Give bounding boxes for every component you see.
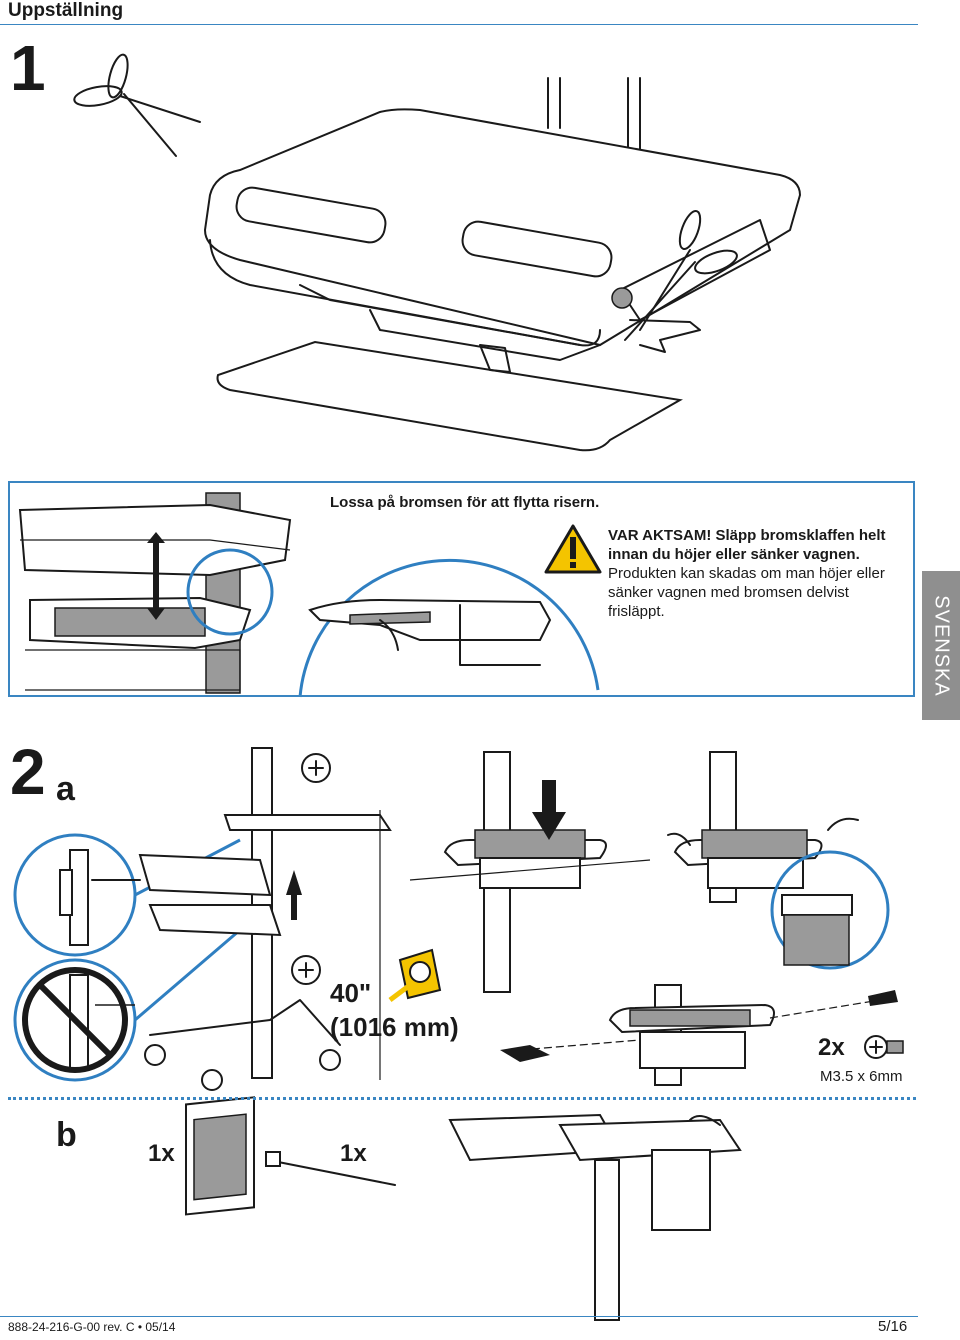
- loosen-icon: [291, 955, 321, 985]
- screw-icon: [864, 1035, 904, 1059]
- page-title: Uppställning: [8, 0, 124, 21]
- document-id: 888-24-216-G-00 rev. C • 05/14: [8, 1320, 176, 1334]
- worksurface-illustration: [203, 77, 802, 452]
- warning-heading: VAR AKTSAM! Släpp bromsklaffen helt inna…: [608, 527, 886, 563]
- screw-install-illustration: [500, 984, 904, 1086]
- cable-tie-quantity: 1x: [340, 1140, 367, 1167]
- step-2a-label: a: [56, 770, 75, 808]
- poster-quantity: 1x: [148, 1140, 175, 1167]
- tighten-icon: [301, 753, 331, 783]
- step-1-number: 1: [10, 32, 46, 104]
- section-divider: [8, 1097, 916, 1100]
- page-number: 5/16: [878, 1318, 908, 1335]
- screw-spec: M3.5 x 6mm: [820, 1068, 903, 1085]
- poster-and-tie-illustration: [185, 1096, 742, 1321]
- warning-text: VAR AKTSAM! Släpp bromsklaffen helt inna…: [608, 526, 908, 621]
- measurement-inches: 40": [330, 978, 372, 1008]
- screw-quantity: 2x: [818, 1034, 845, 1061]
- mount-bracket-illustration: [409, 751, 890, 993]
- scissors-icon: [73, 53, 201, 157]
- footer-divider: [0, 1316, 918, 1317]
- language-tab: SVENSKA: [922, 571, 960, 720]
- warning-body: Produkten kan skadas om man höjer eller …: [608, 565, 885, 620]
- header-divider: [0, 24, 918, 25]
- release-brake-text: Lossa på bromsen för att flytta risern.: [330, 494, 600, 511]
- step-2-number: 2: [10, 736, 46, 808]
- riser-adjustment-illustration: [13, 747, 442, 1091]
- measurement-label: 40" (1016 mm): [330, 976, 459, 1044]
- step-2b-label: b: [56, 1116, 77, 1154]
- language-label: SVENSKA: [930, 594, 953, 697]
- cart-brake-illustration: [18, 492, 602, 698]
- measurement-mm: (1016 mm): [330, 1012, 459, 1042]
- brake-instruction-panel: [8, 481, 915, 697]
